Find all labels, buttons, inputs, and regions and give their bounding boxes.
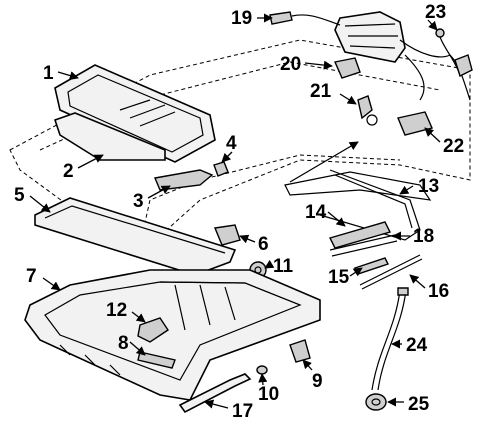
callout-24: 24 xyxy=(406,335,428,356)
callout-20: 20 xyxy=(280,54,301,75)
part-7-frame xyxy=(24,269,321,401)
callout-13: 13 xyxy=(418,176,439,197)
callout-5: 5 xyxy=(14,185,25,206)
callout-10: 10 xyxy=(258,384,279,405)
callout-19: 19 xyxy=(231,8,252,29)
callout-12: 12 xyxy=(106,300,127,321)
callout-16: 16 xyxy=(428,281,449,302)
part-1-glass-panel xyxy=(54,64,216,163)
part-9-block xyxy=(289,339,311,363)
part-17-strip xyxy=(178,373,252,414)
part-5-sunshade xyxy=(34,197,237,276)
callout-18: 18 xyxy=(413,226,434,247)
part-16-cable xyxy=(359,254,423,290)
part-23-connector xyxy=(435,28,473,77)
callout-17: 17 xyxy=(232,401,253,422)
callout-11: 11 xyxy=(273,256,294,277)
part-8-cable xyxy=(137,351,176,369)
leader-lines xyxy=(29,13,441,409)
part-4-clip xyxy=(213,161,229,177)
callout-8: 8 xyxy=(118,333,129,354)
callout-22: 22 xyxy=(443,136,464,157)
callout-3: 3 xyxy=(133,191,144,212)
callout-25: 25 xyxy=(408,394,430,415)
callout-9: 9 xyxy=(312,371,323,392)
callouts: 1 2 3 4 5 6 7 8 9 10 11 12 13 14 15 16 1… xyxy=(14,2,464,422)
part-21-clip xyxy=(357,95,378,126)
callout-4: 4 xyxy=(226,133,237,154)
part-22-module xyxy=(397,111,433,136)
motor-harness-assembly xyxy=(291,11,471,101)
callout-23: 23 xyxy=(425,2,446,23)
part-6-guide xyxy=(214,224,241,246)
part-24-drain-hose xyxy=(371,287,409,391)
part-10-plug xyxy=(256,365,268,375)
callout-1: 1 xyxy=(43,63,54,84)
callout-15: 15 xyxy=(328,267,350,288)
part-3-bracket xyxy=(154,169,214,191)
callout-2: 2 xyxy=(63,161,74,182)
part-14-rail xyxy=(328,221,392,249)
part-19-cover xyxy=(269,11,293,25)
part-18-rail xyxy=(329,234,398,257)
part-15-link xyxy=(354,257,389,275)
callout-21: 21 xyxy=(310,81,332,102)
part-2-seal xyxy=(53,112,166,161)
callout-7: 7 xyxy=(26,266,37,287)
part-20-motor xyxy=(334,57,361,79)
callout-6: 6 xyxy=(258,234,269,255)
part-12-bracket xyxy=(137,317,169,343)
part-25-grommet xyxy=(365,393,387,411)
callout-14: 14 xyxy=(305,202,327,223)
